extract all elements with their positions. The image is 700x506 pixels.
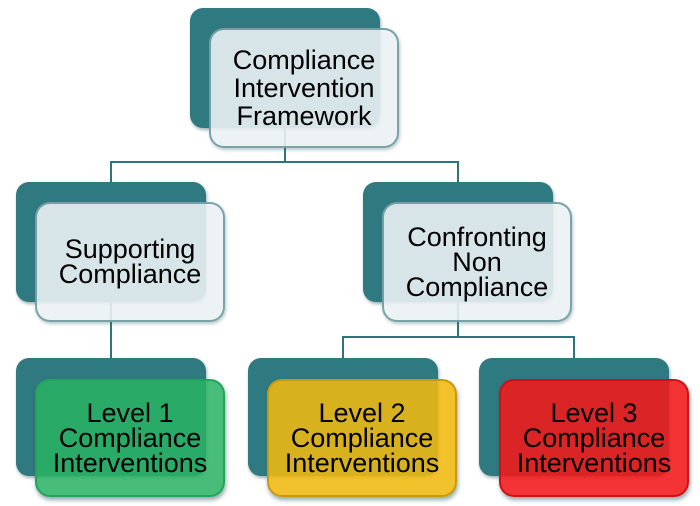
supporting-node-card: Supporting Compliance: [35, 202, 225, 322]
root-node-card: Compliance Intervention Framework: [209, 28, 399, 148]
level2-node-label: Level 2 Compliance Interventions: [284, 397, 440, 478]
level1-node-card: Level 1 Compliance Interventions: [35, 379, 225, 497]
connector-row2-horizontal: [342, 336, 575, 338]
level3-node-card: Level 3 Compliance Interventions: [499, 379, 689, 497]
confronting-node-card: Confronting Non Compliance: [382, 202, 572, 322]
confronting-node-label: Confronting Non Compliance: [405, 221, 549, 302]
connector-row1-horizontal: [110, 161, 459, 163]
supporting-node-label: Supporting Compliance: [58, 234, 202, 289]
connector-row2-right-drop: [573, 336, 575, 359]
level2-node-card: Level 2 Compliance Interventions: [267, 379, 457, 497]
connector-row1-left-drop: [110, 161, 112, 183]
level3-node-label: Level 3 Compliance Interventions: [516, 397, 672, 478]
connector-row2-left-drop: [342, 336, 344, 359]
connector-row1-right-drop: [457, 161, 459, 183]
level1-node-label: Level 1 Compliance Interventions: [52, 397, 208, 478]
root-node-label: Compliance Intervention Framework: [232, 45, 376, 131]
connector-supporting-to-level1: [110, 301, 112, 359]
